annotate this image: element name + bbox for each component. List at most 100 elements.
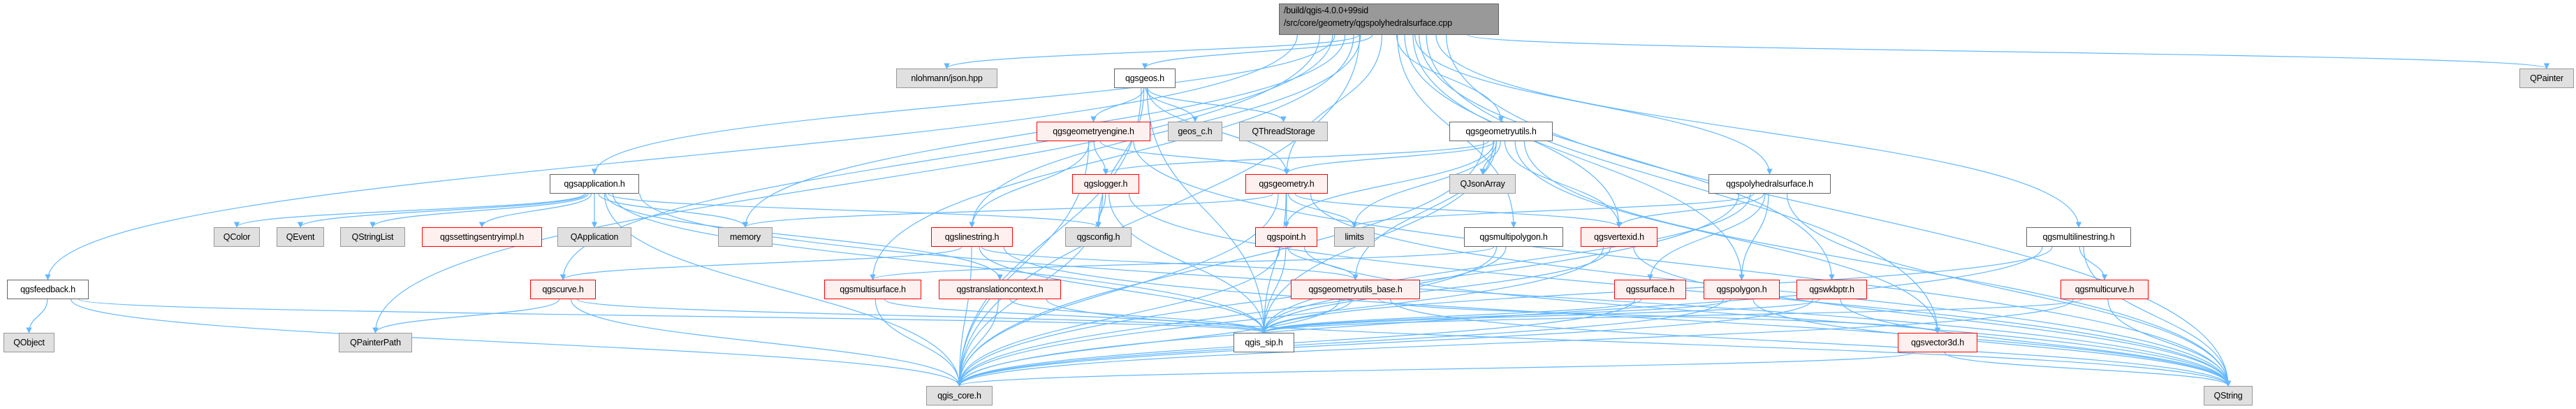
graph-node-qgscurve[interactable]: qgscurve.h [530,280,596,299]
edge-qgsgeometryutils_base-to-qgis_core [956,299,1340,387]
edge-root-to-qgsmultilinestring [1435,34,2082,228]
graph-node-qcolor[interactable]: QColor [214,227,260,247]
edge-qgssurface-to-qgis_core [956,299,1635,387]
edge-qgspolygon-to-QString [1752,299,2232,387]
edge-qgsgeometryengine-to-qgsgeometry [1099,141,1290,175]
edge-qgsgeometryutils-to-qgsvector3d [1514,141,1941,333]
graph-node-qgsfeedback[interactable]: qgsfeedback.h [7,280,89,299]
graph-node-qgis-core[interactable]: qgis_core.h [926,386,993,406]
graph-node-qgslinestring[interactable]: qgslinestring.h [931,227,1013,247]
edge-qgsgeometryutils-to-qgsvertexid [1504,141,1623,228]
edge-qgspolyhedralsurface-to-qgspolygon [1739,193,1769,280]
graph-node-qobject[interactable]: QObject [3,333,54,352]
edge-qgspoint-to-qgsgeometryutils_base [1287,246,1359,280]
edge-qgsvector3d-to-qgis_core [956,352,1914,387]
edge-qgstranslationcontext-to-QString [1046,299,2231,387]
graph-node-qapplication[interactable]: QApplication [557,227,631,247]
graph-node-qgssurface[interactable]: qgssurface.h [1614,280,1686,299]
graph-node-qthreadstorage[interactable]: QThreadStorage [1239,122,1328,141]
edge-qgsvertexid-to-qgis_sip [1261,246,1611,333]
graph-node-qgsgeometry[interactable]: qgsgeometry.h [1245,174,1328,194]
graph-node-qgsapplication[interactable]: qgsapplication.h [550,174,639,194]
edge-qgspolyhedralsurface-to-limits [1351,193,1755,228]
graph-node-qgsvector3d[interactable]: qgsvector3d.h [1898,333,1977,352]
graph-node-qgspoint[interactable]: qgspoint.h [1255,227,1317,247]
edge-qgspolyhedralsurface-to-qgsvertexid [1616,193,1764,228]
graph-node-qgsgeometryutils[interactable]: qgsgeometryutils.h [1449,122,1553,141]
edge-qgsmultisurface-to-qgis_core [874,299,963,387]
edge-qgsgeometry-to-qgis_sip [1261,193,1287,333]
graph-node-qgswkbptr[interactable]: qgswkbptr.h [1796,280,1867,299]
edge-root-to-qgswkbptr [1419,34,1835,280]
edge-qgswkbptr-to-QString [1840,299,2232,387]
edge-qgssurface-to-qgis_sip [1261,299,1642,333]
graph-node-qgsmultisurface[interactable]: qgsmultisurface.h [824,280,921,299]
edge-qgsgeometryutils-to-QJsonArray [1479,141,1501,175]
edge-qgsvertexid-to-qgis_core [956,246,1604,387]
edge-qgsgeometry-to-memory [742,193,1273,228]
graph-node-qgslogger[interactable]: qgslogger.h [1072,174,1139,194]
edge-root-to-QPainter [1468,34,2549,69]
edge-qgscurve-to-QPainterPath [372,299,560,333]
graph-node-limits[interactable]: limits [1334,227,1375,247]
graph-node-qpainter[interactable]: QPainter [2519,69,2574,88]
graph-node-memory[interactable]: memory [718,227,773,247]
edge-root-to-qgslinestring [969,34,1361,228]
edge-qgswkbptr-to-qgis_sip [1261,299,1820,333]
edge-qgsvector3d-to-QString [1944,352,2232,387]
graph-node-qstringlist[interactable]: QStringList [340,227,405,247]
edge-qgsmultilinestring-to-QString [2083,246,2232,387]
graph-node-qgis-sip[interactable]: qgis_sip.h [1234,333,1294,352]
edge-root-to-QPainterPath [372,34,1320,333]
edge-qgsgeometryutils-to-QString [1523,141,2232,387]
graph-node-qgspolyhedralsurface[interactable]: qgspolyhedralsurface.h [1708,174,1831,194]
graph-node-qstring[interactable]: QString [2204,386,2253,406]
edge-qgsgeos-to-qgsgeometryengine [1090,87,1145,122]
graph-node-qgsvertexid[interactable]: qgsvertexid.h [1581,227,1657,247]
edge-qgsapplication-to-QEvent [297,193,587,228]
edge-qgspolygon-to-qgis_sip [1261,299,1731,333]
edge-qgslinestring-to-qgis_core [956,246,972,387]
graph-node-qgspolygon[interactable]: qgspolygon.h [1704,280,1780,299]
edge-qgsapplication-to-qgstranslationcontext [605,193,1003,280]
graph-node-qgsmultilinestring[interactable]: qgsmultilinestring.h [2026,227,2131,247]
edge-qgsfeedback-to-QObject [26,299,48,333]
edge-root-to-qgspolygon [1412,34,1745,280]
edge-qgsapplication-to-qgis_sip [613,193,1267,333]
edge-qgsgeometryutils-to-qgsgeometryutils_base [1352,141,1497,280]
edge-qgstranslationcontext-to-qgis_core [956,299,999,387]
edge-qgsapplication-to-QStringList [369,193,589,228]
edge-root-to-QString [1446,34,2232,387]
graph-node-qgsgeometryutils-base[interactable]: qgsgeometryutils_base.h [1291,280,1420,299]
graph-node-qgsconfig[interactable]: qgsconfig.h [1065,227,1132,247]
graph-node-nlohmann[interactable]: nlohmann/json.hpp [896,69,997,88]
edge-qgsmulticurve-to-QString [2107,299,2232,387]
graph-node-qgsgeos[interactable]: qgsgeos.h [1114,69,1176,88]
edge-qgspoint-to-qgis_sip [1261,246,1287,333]
graph-node-qgsmultipolygon[interactable]: qgsmultipolygon.h [1464,227,1563,247]
edge-qgsgeometryutils_base-to-QString [1390,299,2232,387]
edge-qgsgeometryutils-to-limits [1351,141,1497,228]
graph-node-qgstranslationcontext[interactable]: qgstranslationcontext.h [939,280,1061,299]
edge-qgsmulticurve-to-qgis_core [956,299,2074,387]
graph-node-qpainterpath[interactable]: QPainterPath [339,333,412,352]
edge-qgsmultipolygon-to-qgsmultisurface [870,246,1495,280]
edge-root-to-qgis_core [956,34,1361,387]
graph-node-root-file[interactable]: /build/qgis-4.0.0+99sid /src/core/geomet… [1279,3,1499,35]
graph-node-qgssettingsentryimpl[interactable]: qgssettingsentryimpl.h [422,227,542,247]
edge-root-to-qgsvector3d [1426,34,1941,333]
graph-node-qgsgeometryengine[interactable]: qgsgeometryengine.h [1037,122,1150,141]
edge-qgsfeedback-to-qgis_core [71,299,963,387]
edge-root-to-nlohmann [944,34,1359,69]
graph-node-qevent[interactable]: QEvent [277,227,324,247]
edge-qgsgeometryutils-to-qgspoint [1283,141,1495,228]
edge-qgspoint-to-QString [1303,246,2232,387]
graph-node-qgsmulticurve[interactable]: qgsmulticurve.h [2061,280,2149,299]
graph-node-geos-c[interactable]: geos_c.h [1168,122,1222,141]
edge-qgslinestring-to-qgis_sip [979,246,1267,333]
edge-root-to-qgsfeedback [45,34,1298,280]
edge-qgsgeometryutils_base-to-qgis_sip [1261,299,1352,333]
edge-qgswkbptr-to-qgis_core [956,299,1813,387]
graph-node-qjsonarray[interactable]: QJsonArray [1449,174,1516,194]
